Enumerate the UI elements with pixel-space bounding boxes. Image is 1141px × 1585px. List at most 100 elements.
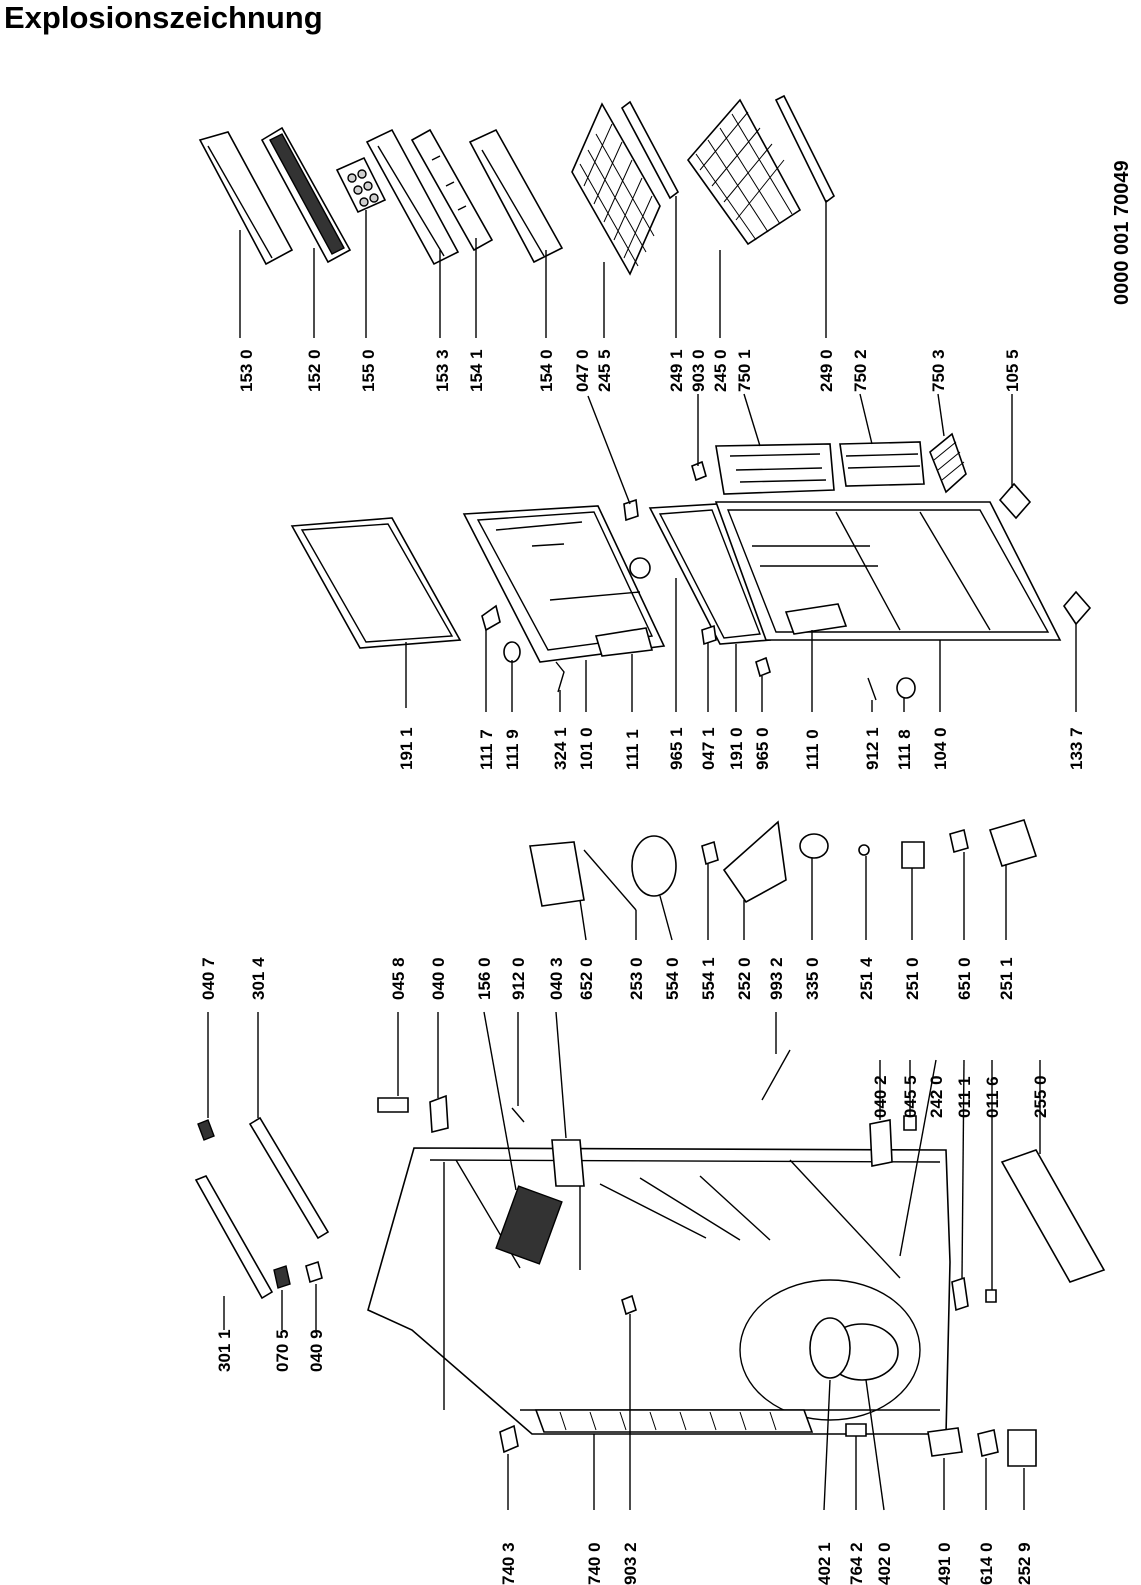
part-251-4	[858, 844, 870, 856]
label-251-1: 251 1	[997, 957, 1016, 1000]
label-111-0: 111 0	[803, 729, 822, 770]
label-105-5: 105 5	[1003, 349, 1022, 392]
part-047-0	[623, 498, 639, 522]
label-251-4: 251 4	[857, 957, 876, 1000]
part-040-7	[197, 1119, 215, 1141]
part-252-9	[1007, 1429, 1037, 1467]
part-249-1	[620, 100, 680, 200]
part-912-0	[511, 1107, 525, 1123]
label-156-0: 156 0	[475, 957, 494, 1000]
label-111-7: 111 7	[477, 729, 496, 770]
label-133-7: 133 7	[1067, 727, 1086, 770]
part-045-8	[377, 1097, 409, 1113]
label-045-8: 045 8	[389, 957, 408, 1000]
part-301-4	[248, 1116, 330, 1240]
part-614-0	[977, 1429, 999, 1457]
label-750-2: 750 2	[851, 349, 870, 392]
part-253-0	[583, 849, 637, 911]
part-740-0	[534, 1409, 814, 1433]
label-153-0: 153 0	[237, 349, 256, 392]
part-740-3	[499, 1424, 519, 1454]
part-554-1	[701, 840, 719, 866]
part-750-3	[929, 432, 967, 494]
label-040-3: 040 3	[547, 957, 566, 1000]
part-104-0-door	[714, 501, 1062, 641]
part-301-1	[194, 1174, 274, 1300]
label-154-0: 154 0	[537, 349, 556, 392]
part-651-0	[949, 828, 969, 854]
label-040-7: 040 7	[199, 957, 218, 1000]
label-324-1: 324 1	[551, 727, 570, 770]
part-903-2	[621, 1294, 637, 1316]
label-251-0: 251 0	[903, 957, 922, 1000]
part-554-0	[631, 835, 677, 897]
part-101-0-door	[462, 505, 666, 663]
label-651-0: 651 0	[955, 957, 974, 1000]
part-111-1	[594, 627, 654, 657]
label-152-0: 152 0	[305, 349, 324, 392]
label-652-0: 652 0	[577, 957, 596, 1000]
part-965-1	[629, 557, 651, 579]
part-764-2	[845, 1423, 867, 1437]
label-011-1: 011 1	[955, 1076, 974, 1118]
label-740-0: 740 0	[585, 1542, 604, 1585]
part-111-0	[784, 603, 848, 635]
part-045-5	[903, 1115, 917, 1131]
part-245-0-shelf	[686, 98, 802, 246]
label-154-1: 154 1	[467, 349, 486, 392]
label-301-1: 301 1	[215, 1329, 234, 1372]
part-750-2	[839, 441, 925, 487]
label-249-0: 249 0	[817, 349, 836, 392]
label-965-0: 965 0	[753, 727, 772, 770]
part-133-7	[1062, 590, 1092, 626]
label-191-1: 191 1	[397, 727, 416, 770]
part-154-1	[410, 128, 494, 252]
part-153-3	[365, 128, 460, 266]
label-101-0: 101 0	[577, 727, 596, 770]
label-335-0: 335 0	[803, 957, 822, 1000]
part-number-labels: 153 0 152 0 155 0 153 3 154 1 154 0 047 …	[199, 160, 1133, 1585]
label-070-5: 070 5	[273, 1329, 292, 1372]
cabinet-and-controls	[194, 819, 1106, 1467]
label-111-1: 111 1	[623, 729, 642, 770]
doors	[290, 498, 1092, 701]
label-111-9: 111 9	[503, 729, 522, 770]
label-045-5: 045 5	[901, 1075, 920, 1118]
label-252-9: 252 9	[1015, 1542, 1034, 1585]
part-491-0	[927, 1427, 963, 1457]
leader-lines	[207, 196, 1077, 1511]
part-251-0	[901, 841, 925, 869]
label-040-9: 040 9	[307, 1329, 326, 1372]
label-155-0: 155 0	[359, 349, 378, 392]
label-750-1: 750 1	[735, 349, 754, 392]
part-111-7	[481, 604, 501, 632]
label-255-0: 255 0	[1031, 1075, 1050, 1118]
label-191-0: 191 0	[727, 727, 746, 770]
part-040-0	[429, 1094, 449, 1134]
part-111-8	[896, 677, 916, 699]
label-245-0: 245 0	[711, 349, 730, 392]
label-764-2: 764 2	[847, 1542, 866, 1585]
label-047-0: 047 0	[573, 349, 592, 392]
cabinet-body	[367, 1147, 951, 1435]
part-040-3	[551, 1139, 585, 1187]
part-040-9	[305, 1260, 323, 1284]
document-number: 0000 001 70049	[1111, 160, 1133, 305]
page-title: Explosionszeichnung	[4, 0, 323, 35]
label-040-0: 040 0	[429, 957, 448, 1000]
label-912-1: 912 1	[863, 727, 882, 770]
label-245-5: 245 5	[595, 349, 614, 392]
part-191-1	[290, 517, 462, 649]
label-047-1: 047 1	[699, 727, 718, 770]
part-249-0	[774, 94, 836, 204]
part-011-6	[985, 1289, 997, 1303]
label-554-1: 554 1	[699, 957, 718, 1000]
part-245-5-shelf	[571, 102, 661, 276]
label-253-0: 253 0	[627, 957, 646, 1000]
part-040-2	[869, 1119, 893, 1167]
label-740-3: 740 3	[499, 1542, 518, 1585]
part-154-0	[468, 128, 564, 264]
part-324-1	[555, 661, 565, 693]
part-335-0	[799, 833, 829, 859]
